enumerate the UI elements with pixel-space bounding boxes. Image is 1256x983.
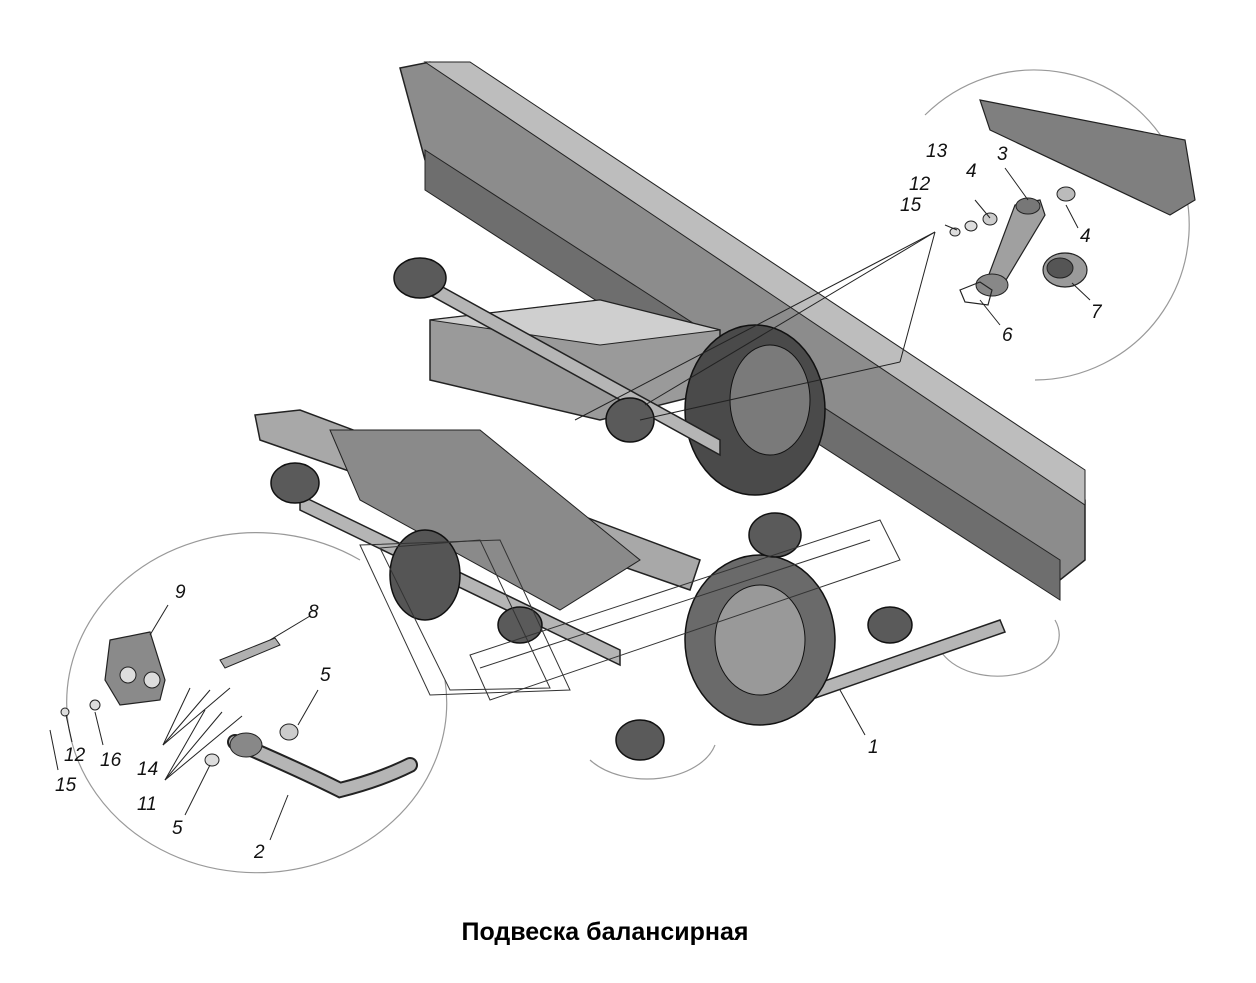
- callouts: 1 2 3 4 4 5 5 6 7 8 9 11 12 12 13 14 15 …: [55, 141, 1103, 863]
- callout-13: 13: [926, 141, 948, 162]
- brake-drums: [389, 529, 836, 726]
- leaf-spring: [254, 409, 701, 611]
- callout-11: 11: [137, 794, 157, 815]
- detail-bubble-center: [589, 744, 716, 780]
- balancer-disc: [684, 324, 826, 496]
- callout-15-top: 15: [900, 195, 922, 216]
- callout-8: 8: [308, 602, 319, 623]
- callout-16: 16: [100, 750, 122, 771]
- leader-lines: [49, 167, 1091, 841]
- callout-3: 3: [997, 144, 1008, 165]
- wireframe-housing: [359, 519, 901, 701]
- bushings: [270, 257, 913, 761]
- callout-5-right: 5: [320, 665, 331, 686]
- callout-4-right: 4: [1080, 226, 1091, 247]
- callout-12-top: 12: [909, 174, 931, 195]
- callout-5-bottom: 5: [172, 818, 183, 839]
- callout-7: 7: [1091, 302, 1103, 323]
- detail-bottom-left-parts: [60, 631, 418, 799]
- callout-6: 6: [1002, 325, 1013, 346]
- callout-12-bottom: 12: [64, 745, 86, 766]
- callout-9: 9: [175, 582, 186, 603]
- callout-2: 2: [253, 842, 265, 863]
- frame-rail: [399, 61, 1086, 601]
- detail-circle-bottom-left: [66, 532, 448, 874]
- diagram-caption: Подвеска балансирная: [461, 918, 749, 946]
- callout-1: 1: [868, 737, 879, 758]
- detail-top-right-parts: [949, 99, 1196, 306]
- callout-4-top: 4: [966, 161, 977, 182]
- callout-14: 14: [137, 759, 158, 780]
- callout-15-bottom: 15: [55, 775, 77, 796]
- detail-bubble-right: [939, 619, 1060, 677]
